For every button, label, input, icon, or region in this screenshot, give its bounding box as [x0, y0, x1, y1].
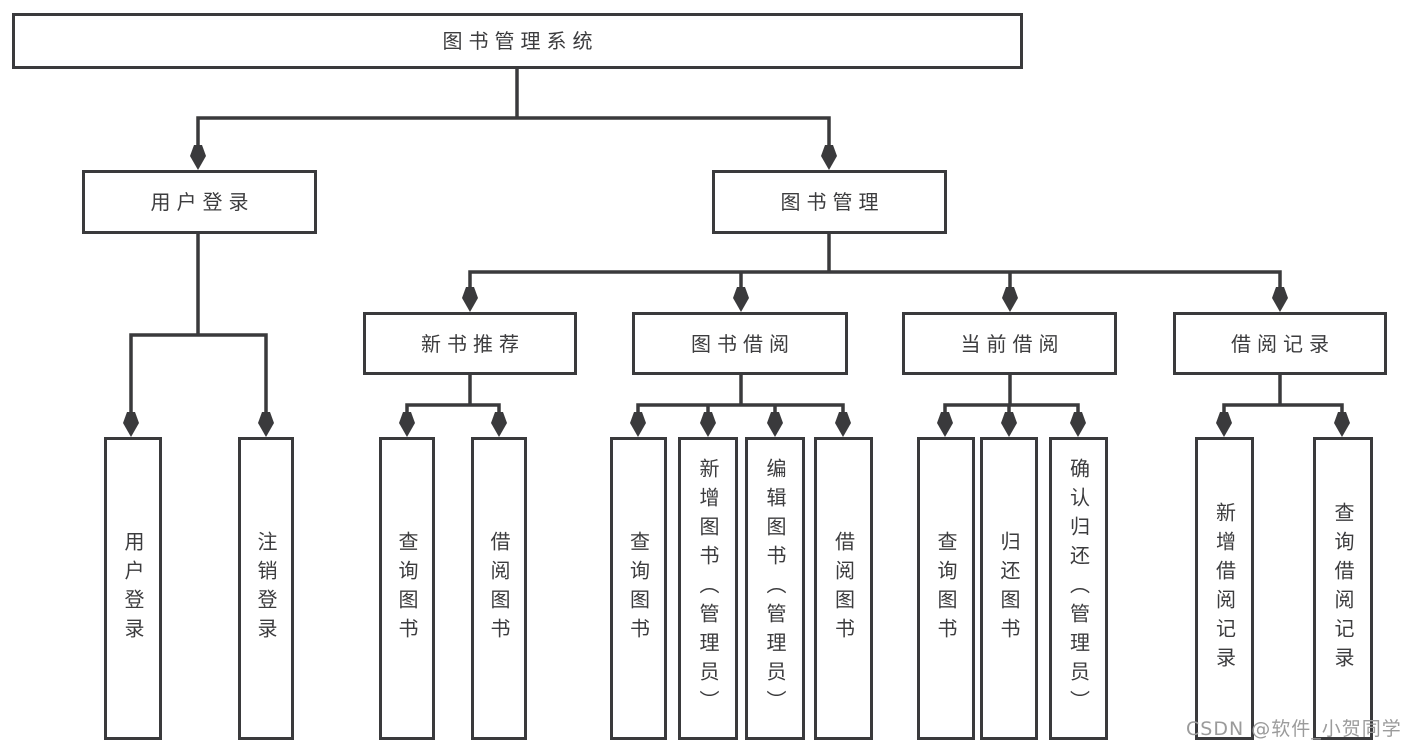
- down-arrowhead: [835, 412, 851, 437]
- node-label: 借阅图书: [487, 530, 511, 647]
- node-label: 图书借阅: [691, 331, 795, 356]
- node-leaf-query-books-recommend: 查询图书: [379, 437, 435, 740]
- down-arrowhead: [258, 412, 274, 437]
- down-arrowhead: [630, 412, 646, 437]
- node-label: 注销登录: [254, 530, 278, 647]
- down-arrowhead: [190, 145, 206, 170]
- down-arrowhead: [821, 145, 837, 170]
- down-arrowhead: [1216, 412, 1232, 437]
- down-arrowhead: [700, 412, 716, 437]
- node-label: 图书管理系统: [442, 29, 599, 53]
- node-label: 查询图书: [395, 530, 419, 647]
- node-label: 用户登录: [150, 190, 255, 214]
- node-label: 归还图书: [997, 530, 1021, 647]
- node-borrowing-records: 借阅记录: [1173, 312, 1387, 375]
- node-book-management: 图书管理: [712, 170, 947, 234]
- node-leaf-user-login: 用户登录: [104, 437, 162, 740]
- down-arrowhead: [937, 412, 953, 437]
- node-leaf-borrow-books: 借阅图书: [814, 437, 873, 740]
- node-label: 查询借阅记录: [1331, 501, 1355, 676]
- node-label: 新增图书（管理员）: [696, 458, 720, 719]
- node-leaf-edit-books-admin: 编辑图书（管理员）: [745, 437, 805, 740]
- node-leaf-add-borrow-record: 新增借阅记录: [1195, 437, 1254, 740]
- node-label: 编辑图书（管理员）: [763, 458, 787, 719]
- node-leaf-logout: 注销登录: [238, 437, 294, 740]
- down-arrowhead: [767, 412, 783, 437]
- down-arrowhead: [491, 412, 507, 437]
- node-leaf-confirm-return-admin: 确认归还（管理员）: [1049, 437, 1108, 740]
- csdn-watermark: CSDN @软件_小贺同学: [1186, 718, 1402, 740]
- node-leaf-add-books-admin: 新增图书（管理员）: [678, 437, 738, 740]
- node-new-book-recommend: 新书推荐: [363, 312, 577, 375]
- down-arrowhead: [1002, 287, 1018, 312]
- node-leaf-query-books-borrowing: 查询图书: [610, 437, 667, 740]
- down-arrowhead: [1001, 412, 1017, 437]
- down-arrowhead: [1334, 412, 1350, 437]
- node-library-system: 图书管理系统: [12, 13, 1023, 69]
- node-label: 新书推荐: [421, 331, 525, 356]
- down-arrowhead: [123, 412, 139, 437]
- down-arrowhead: [1272, 287, 1288, 312]
- node-leaf-query-books-current: 查询图书: [917, 437, 975, 740]
- node-label: 借阅记录: [1231, 331, 1335, 356]
- down-arrowhead: [1070, 412, 1086, 437]
- node-leaf-query-borrow-record: 查询借阅记录: [1313, 437, 1373, 740]
- node-label: 当前借阅: [960, 331, 1065, 356]
- node-user-login: 用户登录: [82, 170, 317, 234]
- arrowhead-group: [123, 145, 1350, 437]
- node-label: 用户登录: [121, 530, 145, 647]
- node-leaf-return-books: 归还图书: [980, 437, 1038, 740]
- node-label: 图书管理: [780, 190, 885, 214]
- node-book-borrowing: 图书借阅: [632, 312, 848, 375]
- down-arrowhead: [462, 287, 478, 312]
- node-label: 新增借阅记录: [1212, 501, 1237, 676]
- down-arrowhead: [733, 287, 749, 312]
- node-label: 借阅图书: [831, 530, 856, 647]
- node-label: 查询图书: [626, 530, 651, 647]
- node-leaf-borrow-books-recommend: 借阅图书: [471, 437, 527, 740]
- node-current-borrowing: 当前借阅: [902, 312, 1117, 375]
- down-arrowhead: [399, 412, 415, 437]
- node-label: 查询图书: [934, 530, 958, 647]
- node-label: 确认归还（管理员）: [1066, 458, 1091, 719]
